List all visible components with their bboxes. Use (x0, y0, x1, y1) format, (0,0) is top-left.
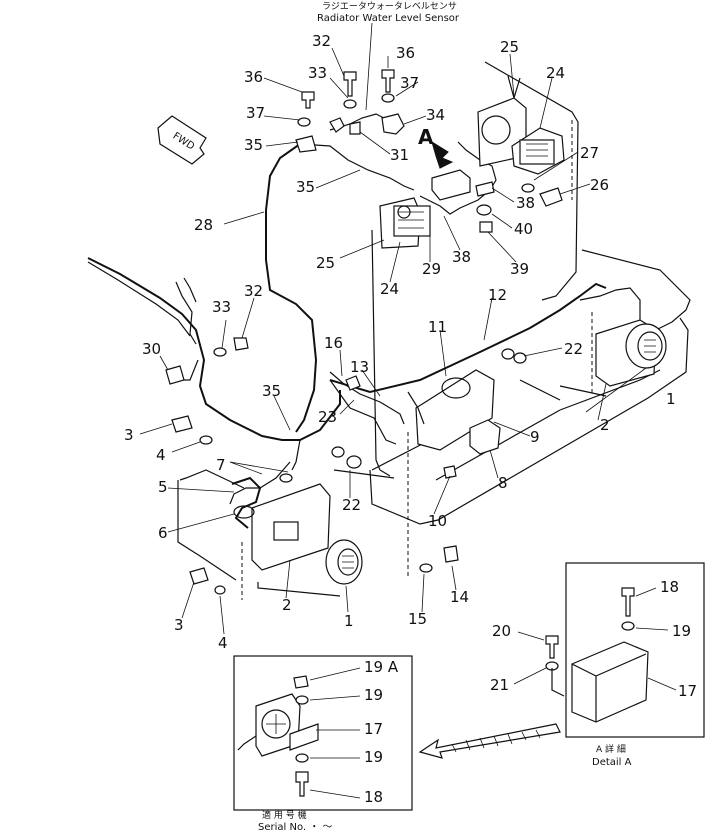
fwd-arrow-icon: FWD (157, 115, 207, 165)
part-label-13: 13 (350, 358, 369, 376)
part-label-1: 1 (666, 390, 676, 408)
part-label-21: 21 (490, 676, 509, 694)
part-label-15: 15 (408, 610, 427, 628)
part-label-4: 4 (218, 634, 228, 652)
detail-a-english: Detail A (592, 757, 632, 768)
header-english: Radiator Water Level Sensor (317, 13, 460, 24)
horn-left (251, 483, 363, 585)
part-label-35: 35 (262, 382, 281, 400)
harness-35-upper (299, 143, 415, 191)
serial-box: 適 用 号 機 Serial No. ・ ～ (233, 655, 413, 833)
part-label-20: 20 (492, 622, 511, 640)
water-level-sensor (381, 113, 405, 135)
part-label-37: 37 (246, 104, 265, 122)
part-label-19: 19 (364, 686, 383, 704)
serial-japanese: 適 用 号 機 (262, 809, 307, 821)
part-label-1: 1 (344, 612, 354, 630)
harness-23 (329, 379, 397, 445)
relay-bracket-upper (477, 75, 565, 175)
part-label-35: 35 (244, 136, 263, 154)
part-label-16: 16 (324, 334, 343, 352)
part-label-37: 37 (400, 74, 419, 92)
detail-a-box: A 詳 細 Detail A (545, 562, 705, 768)
header-japanese: ラジエータウォータレベルセンサ (322, 1, 457, 12)
part-label-27: 27 (580, 144, 599, 162)
part-label-33: 33 (212, 298, 231, 316)
part-label-10: 10 (428, 512, 447, 530)
part-label-18: 18 (364, 788, 383, 806)
serial-english: Serial No. ・ ～ (258, 822, 332, 833)
part-label-30: 30 (142, 340, 161, 358)
part-label-25: 25 (316, 254, 335, 272)
part-label-29: 29 (422, 260, 441, 278)
part-label-17: 17 (678, 682, 697, 700)
connector-left (231, 473, 293, 529)
part-label-40: 40 (514, 220, 533, 238)
relay-a-connector: A (418, 125, 471, 201)
part-label-22: 22 (564, 340, 583, 358)
harness-28 (265, 143, 318, 433)
part-label-31: 31 (390, 146, 409, 164)
part-label-3: 3 (124, 426, 134, 444)
part-label-8: 8 (498, 474, 508, 492)
horn-wire (579, 287, 641, 322)
part-label-9: 9 (530, 428, 540, 446)
part-label-19A: 19 A (364, 658, 399, 676)
part-label-19: 19 (672, 622, 691, 640)
part-number-labels: 32 36 36 33 37 37 34 35 31 35 25 24 27 2… (124, 32, 697, 806)
part-label-14: 14 (450, 588, 469, 606)
part-label-24: 24 (380, 280, 399, 298)
part-label-36: 36 (244, 68, 263, 86)
leader-lines (139, 47, 677, 799)
part-label-26: 26 (590, 176, 609, 194)
sensor-leader (365, 22, 373, 111)
part-label-35: 35 (296, 178, 315, 196)
part-label-2: 2 (600, 416, 610, 434)
part-label-22: 22 (342, 496, 361, 514)
detail-a-japanese: A 詳 細 (596, 743, 626, 755)
bolts-and-washers (165, 69, 563, 595)
part-label-32: 32 (244, 282, 263, 300)
part-label-19: 19 (364, 748, 383, 766)
part-label-4: 4 (156, 446, 166, 464)
part-label-18: 18 (660, 578, 679, 596)
part-label-28: 28 (194, 216, 213, 234)
bracket-center (407, 369, 501, 455)
part-label-34: 34 (426, 106, 445, 124)
fwd-label: FWD (171, 131, 197, 153)
machine-frame (177, 61, 691, 597)
part-label-38: 38 (516, 194, 535, 212)
part-label-32: 32 (312, 32, 331, 50)
horn-right (595, 319, 667, 387)
part-label-33: 33 (308, 64, 327, 82)
part-label-36: 36 (396, 44, 415, 62)
part-label-39: 39 (510, 260, 529, 278)
part-label-6: 6 (158, 524, 168, 542)
part-label-7: 7 (216, 456, 226, 474)
part-label-38: 38 (452, 248, 471, 266)
harness-13 (329, 371, 405, 425)
part-label-24: 24 (546, 64, 565, 82)
main-harness (87, 257, 341, 505)
detail-arrow-icon (418, 723, 561, 759)
view-marker-a: A (418, 125, 434, 149)
relay-bracket-middle (379, 197, 431, 249)
part-label-5: 5 (158, 478, 168, 496)
part-label-2: 2 (282, 596, 292, 614)
part-label-11: 11 (428, 318, 447, 336)
part-label-23: 23 (318, 408, 337, 426)
part-label-25: 25 (500, 38, 519, 56)
part-label-3: 3 (174, 616, 184, 634)
harness-12 (329, 282, 607, 394)
part-label-17: 17 (364, 720, 383, 738)
part-label-12: 12 (488, 286, 507, 304)
